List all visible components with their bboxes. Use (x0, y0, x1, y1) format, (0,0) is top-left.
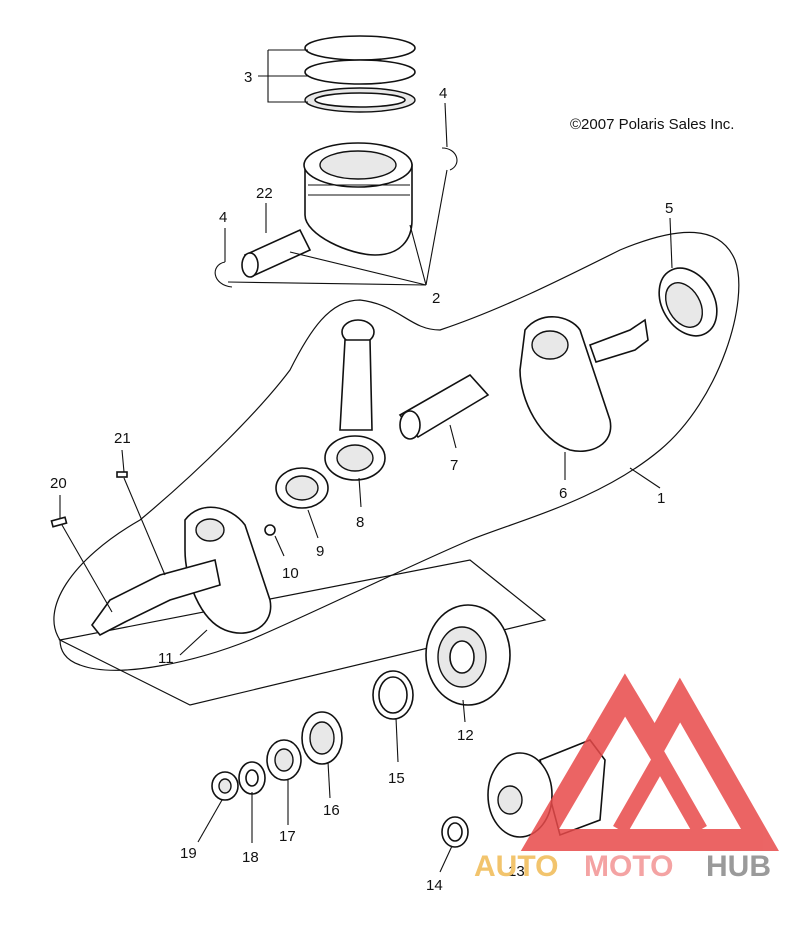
svg-text:MOTO: MOTO (584, 850, 673, 883)
callout-12: 12 (457, 727, 474, 744)
wrist-pin (241, 228, 312, 278)
callout-labels: 3 4 4 22 2 5 6 1 7 8 9 10 11 12 13 14 15… (50, 69, 673, 894)
nut-19 (211, 771, 239, 801)
callout-1: 1 (657, 490, 665, 507)
svg-text:HUB: HUB (706, 850, 771, 883)
key-21 (116, 471, 128, 478)
svg-text:AUTO: AUTO (474, 850, 558, 883)
circlip-right (441, 147, 458, 171)
callout-6: 6 (559, 485, 567, 502)
callout-18: 18 (242, 849, 259, 866)
callout-13: 13 (508, 863, 525, 880)
callout-16: 16 (323, 802, 340, 819)
crank-pin (398, 373, 490, 440)
callout-10: 10 (282, 565, 299, 582)
crank-half-right (519, 316, 649, 452)
main-bearing (658, 267, 718, 337)
callout-3: 3 (244, 69, 252, 86)
callout-17: 17 (279, 828, 296, 845)
callout-19: 19 (180, 845, 197, 862)
key-20 (50, 516, 68, 528)
watermark-triangle-icon (520, 673, 779, 851)
callout-5: 5 (665, 200, 673, 217)
watermark-text: AUTO MOTO HUB (474, 850, 771, 883)
crankshaft-assembly-outline (53, 231, 740, 671)
gear-assembly-frame (58, 559, 547, 706)
washer-15 (372, 670, 414, 720)
piston (303, 142, 413, 256)
callout-21: 21 (114, 430, 131, 447)
callout-8: 8 (356, 514, 364, 531)
piston-rings (304, 35, 416, 113)
callout-22: 22 (256, 185, 273, 202)
needle-bearing (275, 467, 329, 509)
gear-16 (301, 711, 343, 765)
connecting-rod (324, 319, 386, 481)
washer-14 (441, 816, 469, 848)
callout-4-top: 4 (439, 85, 447, 102)
washer-18 (238, 761, 266, 795)
callout-4-left: 4 (219, 209, 227, 226)
callout-14: 14 (426, 877, 443, 894)
callout-15: 15 (388, 770, 405, 787)
callout-11: 11 (158, 650, 174, 667)
gear-12 (425, 604, 511, 706)
callout-7: 7 (450, 457, 458, 474)
callout-20: 20 (50, 475, 67, 492)
callout-9: 9 (316, 543, 324, 560)
callout-2: 2 (432, 290, 440, 307)
copyright-text: ©2007 Polaris Sales Inc. (570, 116, 734, 133)
circlip-left (214, 261, 233, 288)
ball (264, 524, 276, 536)
watermark-logo (520, 673, 779, 851)
nut-17 (266, 739, 302, 781)
leader-lines (59, 49, 673, 873)
crank-half-left (90, 506, 272, 637)
